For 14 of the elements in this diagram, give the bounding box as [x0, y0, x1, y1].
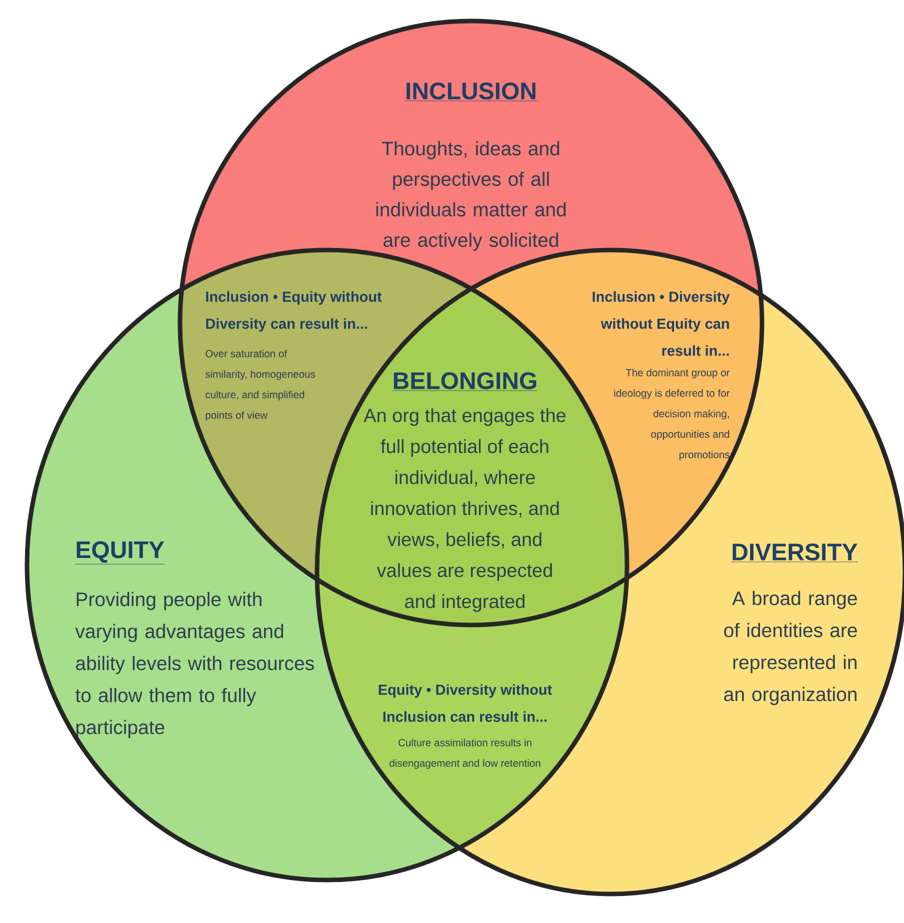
heading: EQUITY — [75, 541, 165, 564]
description: A broad range of identities are represented in an organization — [724, 590, 857, 706]
description: An org that engages the full potential of each individual, where innovation thrives, and views, beliefs, and values are respected and integrated — [364, 408, 566, 612]
overlap-heading: Equity • Diversity without Inclusion can result in... — [378, 684, 552, 722]
heading: INCLUSION — [404, 82, 538, 102]
description: Providing people with varying advantages and ability levels with resources to allow them to fully participate — [75, 592, 314, 738]
overlap-description: Over saturation of similarity, homogeneous culture, and simplified points of view — [205, 350, 316, 421]
overlap-heading: Inclusion • Diversity without Equity can result in... — [592, 291, 730, 356]
heading: DIVERSITY — [730, 544, 858, 562]
overlap-description: Culture assimilation results in disengagement and low retention — [390, 738, 540, 769]
description: Thoughts, ideas and perspectives of all individuals matter and are actively solicited — [376, 141, 566, 251]
heading: BELONGING — [392, 372, 538, 391]
overlap-description: The dominant group or ideology is deferred to for decision making, opportunities and promotions — [614, 368, 730, 460]
overlap-heading: Inclusion • Equity without Diversity can result in... — [206, 291, 382, 332]
